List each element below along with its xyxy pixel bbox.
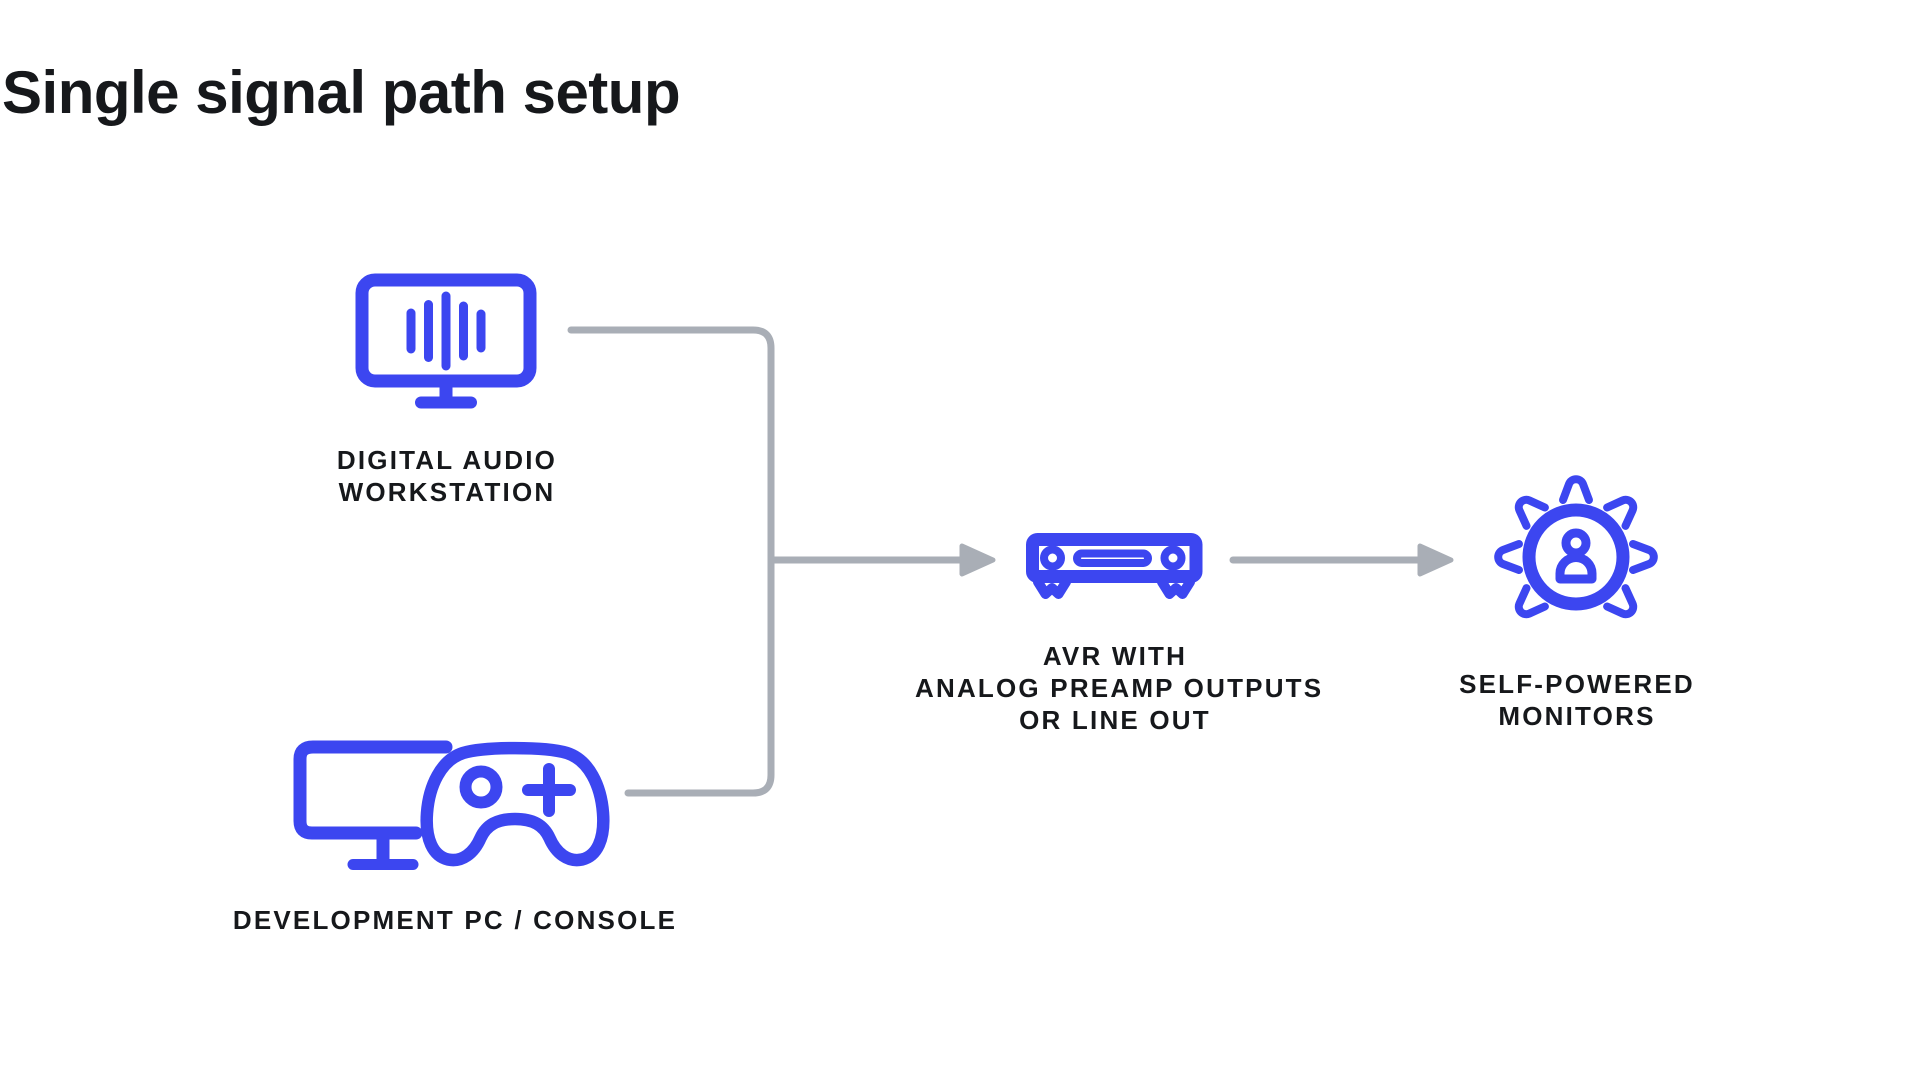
daw-label-line-1: DIGITAL AUDIO — [336, 445, 558, 475]
av-receiver-icon — [1026, 533, 1203, 599]
daw-node — [355, 272, 537, 417]
daw-monitor-waveform-icon — [355, 273, 537, 409]
merge-bracket-line — [567, 326, 775, 797]
dev-console-node — [293, 740, 615, 881]
page-title: Single signal path setup — [2, 59, 681, 126]
arrow-to-avr-head — [959, 543, 996, 577]
daw-label-line-2: WORKSTATION — [338, 477, 556, 507]
daw-node-label: DIGITAL AUDIO WORKSTATION — [297, 444, 597, 508]
avr-label-line-1: AVR WITH — [1042, 641, 1188, 671]
avr-node-label: AVR WITH ANALOG PREAMP OUTPUTS OR LINE O… — [915, 640, 1324, 736]
monitors-node-label: SELF-POWERED MONITORS — [1427, 668, 1727, 732]
surround-monitors-listener-icon — [1494, 475, 1658, 619]
monitors-node — [1486, 465, 1666, 656]
avr-node — [1023, 528, 1205, 609]
monitors-label-line-2: MONITORS — [1498, 701, 1656, 731]
avr-label-line-3: OR LINE OUT — [1019, 705, 1211, 735]
pc-and-gamepad-icon — [293, 740, 610, 870]
dev-console-node-label: DEVELOPMENT PC / CONSOLE — [205, 904, 705, 936]
monitors-label-line-1: SELF-POWERED — [1459, 669, 1695, 699]
dev-console-label-line-1: DEVELOPMENT PC / CONSOLE — [232, 905, 678, 935]
avr-label-line-2: ANALOG PREAMP OUTPUTS — [915, 673, 1324, 703]
arrow-to-monitors-head — [1417, 543, 1454, 577]
